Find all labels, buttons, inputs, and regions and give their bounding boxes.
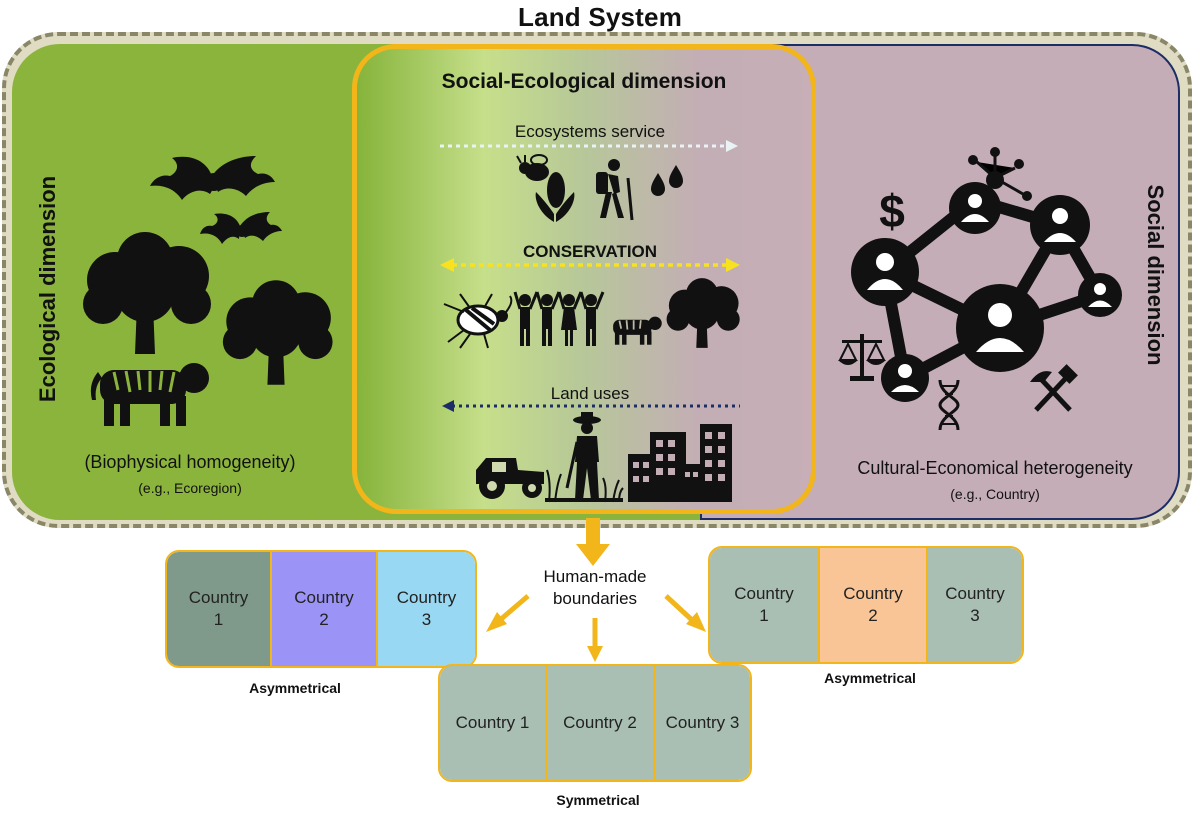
country-number: 3 [421,610,432,629]
network-icon [851,147,1122,402]
land-uses-label: Land uses [550,384,630,403]
conservation-arrow [440,258,740,272]
ecosystems-service-label: Ecosystems service [514,122,666,141]
country-3-box: Country 3 [378,552,475,666]
country-name: Country [188,588,249,607]
bat-icon [200,212,282,244]
country-number: 1 [759,606,769,625]
ecosystems-service-arrow [440,140,738,152]
country-name: Country 2 [563,713,637,732]
tree-icon [666,278,740,348]
country-1-box: Country 1 [710,548,820,662]
social-ecological-panel [352,44,816,514]
conservation-label: CONSERVATION [522,242,658,261]
human-made-boundaries-label: Human-made boundaries [543,567,647,608]
country-2-box: Country 2 [820,548,928,662]
asymmetrical-label-right: Asymmetrical [824,670,916,686]
insect-icon [443,293,513,349]
country-name: Country [945,584,1005,603]
country-name: Country [734,584,794,603]
country-number: 1 [213,610,224,629]
hiker-icon [596,159,634,221]
tractor-icon [476,458,544,499]
country-name: Country [294,588,354,607]
asymmetrical-label-left: Asymmetrical [249,680,341,696]
symmetrical-label: Symmetrical [556,792,640,808]
tree-icon [83,232,211,354]
country-2-box: Country 2 [272,552,378,666]
country-1-box: Country 1 [167,552,272,666]
country-number: 2 [319,610,329,629]
country-2-box: Country 2 [547,666,655,780]
people-icon [513,291,605,346]
tree-icon [222,280,333,385]
social-caption: Cultural-Economical heterogeneity [857,458,1133,478]
diagram-title: Land System [517,2,683,32]
land-uses-arrow [442,400,740,412]
ecological-example: (e.g., Ecoregion) [138,480,242,496]
social-example: (e.g., Country) [950,486,1040,502]
corn-icon [535,172,575,222]
country-group-asymmetrical-right: Country 1 Country 2 Country 3 [708,546,1024,664]
country-number: 2 [868,606,878,625]
hammer-pick-icon [1030,364,1078,412]
country-name: Country 3 [665,713,740,732]
tiger-icon [90,363,209,426]
country-3-box: Country 3 [928,548,1022,662]
pollinator-icon [516,154,549,181]
scales-icon [838,334,886,381]
country-1-box: Country 1 [440,666,547,780]
country-group-symmetrical: Country 1 Country 2 Country 3 [438,664,752,782]
water-drop-icon [651,165,683,196]
country-3-box: Country 3 [655,666,750,780]
bat-icon [150,156,275,200]
social-ecological-title: Social-Ecological dimension [441,70,727,93]
country-number: 3 [970,606,980,625]
country-name: Country [396,588,457,607]
dna-icon [938,379,960,431]
ecological-caption: (Biophysical homogeneity) [84,452,296,472]
buildings-icon [628,424,732,502]
farmer-icon [545,412,624,503]
country-name: Country [843,584,903,603]
tiger-icon [613,316,662,345]
country-group-asymmetrical-left: Country 1 Country 2 Country 3 [165,550,477,668]
country-name: Country 1 [455,713,530,732]
dollar-icon: $ [879,185,905,237]
